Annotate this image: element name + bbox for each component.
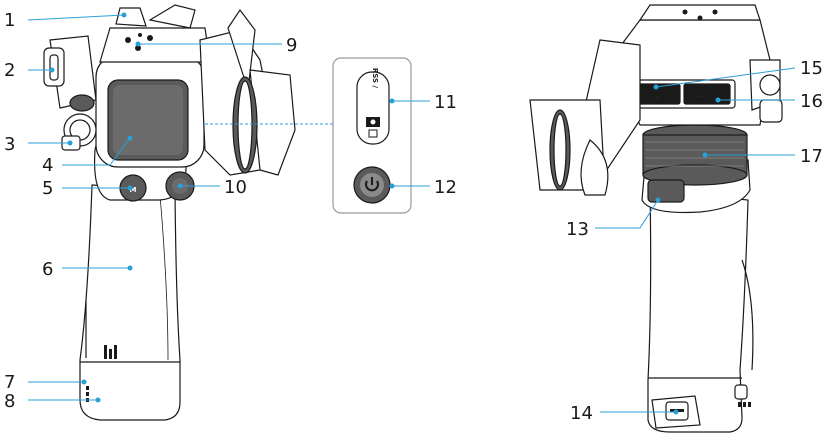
callout-5: 5 [42, 178, 53, 199]
rear-view-device: LENS MOTOR [529, 4, 783, 433]
callout-6: 6 [42, 259, 53, 280]
callout-13: 13 [566, 219, 589, 240]
callout-14: 14 [570, 403, 593, 424]
callout-9: 9 [286, 35, 297, 56]
dji-logo-icon [104, 345, 117, 359]
callout-lines [27, 12, 796, 415]
rss-photo-switch [356, 71, 390, 145]
motor-port-label: MOTOR [697, 96, 718, 102]
callout-16: 16 [800, 91, 823, 112]
callout-15: 15 [800, 58, 823, 79]
callout-4: 4 [42, 155, 53, 176]
callout-1: 1 [4, 10, 15, 31]
callout-17: 17 [800, 146, 823, 167]
callout-7: 7 [4, 372, 15, 393]
front-view-device: M [43, 4, 296, 421]
lens-port-label: LENS [650, 96, 665, 102]
callout-11: 11 [434, 92, 457, 113]
rss-switch-label: RSS / [371, 68, 379, 89]
callout-10: 10 [224, 177, 247, 198]
button-inset-panel: RSS / [332, 57, 412, 214]
m-button-label: M [130, 186, 137, 194]
callout-3: 3 [4, 134, 15, 155]
callout-12: 12 [434, 177, 457, 198]
callout-8: 8 [4, 391, 15, 412]
control-ring-texture [646, 141, 744, 167]
callout-2: 2 [4, 60, 15, 81]
function-button [647, 179, 685, 203]
callout-numbers: 1 2 3 4 5 6 7 8 9 10 11 12 13 14 15 16 1… [4, 10, 823, 424]
power-icon [365, 177, 379, 192]
